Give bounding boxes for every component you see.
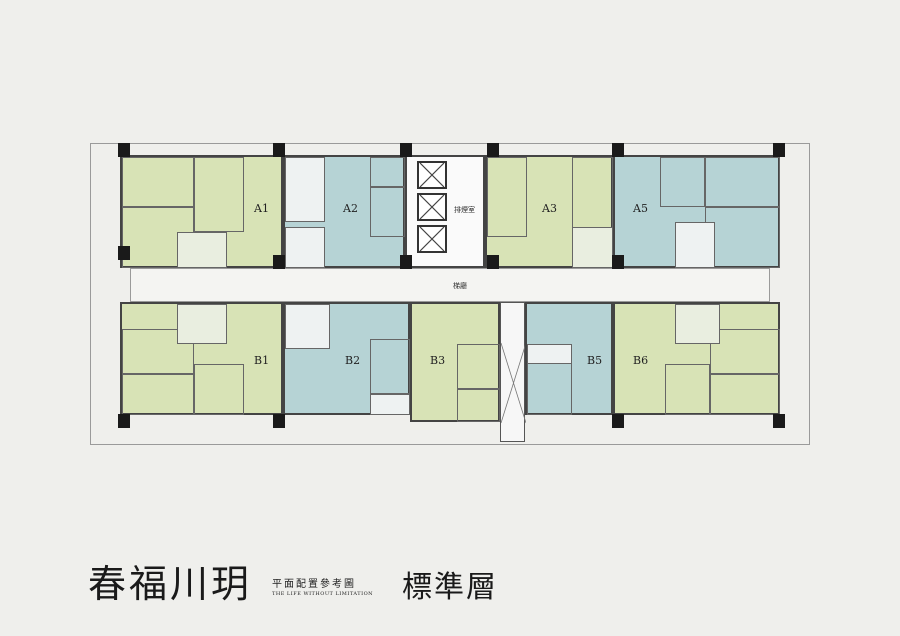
unit-label: A3	[542, 202, 557, 215]
room	[705, 207, 780, 268]
building-outline	[90, 143, 810, 445]
unit-label: B1	[254, 354, 270, 367]
column	[773, 414, 785, 428]
room	[710, 329, 780, 374]
core: 排煙室	[405, 155, 485, 268]
column	[273, 414, 285, 428]
unit-label: B6	[633, 354, 649, 367]
unit-label: A2	[343, 202, 358, 215]
unit-b1: B1	[120, 302, 283, 415]
column	[400, 143, 412, 157]
column	[773, 143, 785, 157]
unit-label: B2	[345, 354, 361, 367]
bathroom	[527, 344, 572, 364]
floor-plan: A1 A2 排煙室 梯廳 A3 A5 B1 B2	[90, 143, 810, 445]
column	[487, 143, 499, 157]
unit-b5: B5	[525, 302, 613, 415]
room	[710, 374, 780, 415]
kitchen	[370, 394, 410, 415]
elevator	[417, 225, 447, 253]
column	[118, 143, 130, 157]
bathroom	[285, 157, 325, 222]
unit-b6: B6	[613, 302, 780, 415]
room	[194, 157, 244, 232]
bathroom	[572, 227, 613, 268]
room	[370, 339, 410, 394]
stairwell	[500, 302, 527, 442]
elevator-cross-icon	[419, 227, 445, 251]
column	[487, 255, 499, 269]
unit-label: B3	[430, 354, 446, 367]
smoke-room-label: 排煙室	[454, 206, 475, 214]
unit-label: A5	[633, 202, 648, 215]
bathroom	[675, 222, 715, 268]
unit-a5: A5	[613, 155, 780, 268]
stair-cross-icon	[500, 342, 527, 424]
column	[612, 414, 624, 428]
column	[400, 255, 412, 269]
project-name: 春福川玥	[88, 562, 253, 606]
unit-a1: A1	[120, 155, 283, 268]
room	[705, 157, 780, 207]
column	[118, 414, 130, 428]
room	[370, 157, 405, 187]
elevator	[417, 161, 447, 189]
room	[457, 389, 500, 422]
kitchen	[285, 227, 325, 268]
column	[273, 255, 285, 269]
column	[612, 255, 624, 269]
column	[273, 143, 285, 157]
lobby-label: 梯廳	[453, 282, 467, 290]
subtitle-cn: 平面配置參考圖	[272, 579, 356, 590]
room	[122, 329, 194, 374]
unit-label: B5	[587, 354, 603, 367]
elevator-cross-icon	[419, 195, 445, 219]
bathroom	[177, 304, 227, 344]
unit-b3: B3	[410, 302, 500, 422]
room	[660, 157, 705, 207]
subtitle-en: THE LIFE WITHOUT LIMITATION	[272, 591, 374, 597]
bathroom	[285, 304, 330, 349]
corridor	[130, 268, 770, 302]
column	[118, 246, 130, 260]
room	[122, 374, 194, 415]
elevator	[417, 193, 447, 221]
bathroom	[177, 232, 227, 268]
room	[665, 364, 710, 415]
room	[370, 187, 405, 237]
room	[457, 344, 500, 389]
elevator-cross-icon	[419, 163, 445, 187]
room	[122, 157, 194, 207]
room	[194, 364, 244, 415]
unit-a3: A3	[485, 155, 613, 268]
bathroom	[675, 304, 720, 344]
unit-a2: A2	[283, 155, 405, 268]
unit-b2: B2	[283, 302, 410, 415]
column	[612, 143, 624, 157]
room	[487, 157, 527, 237]
unit-label: A1	[254, 202, 269, 215]
floor-type: 標準層	[402, 570, 498, 605]
